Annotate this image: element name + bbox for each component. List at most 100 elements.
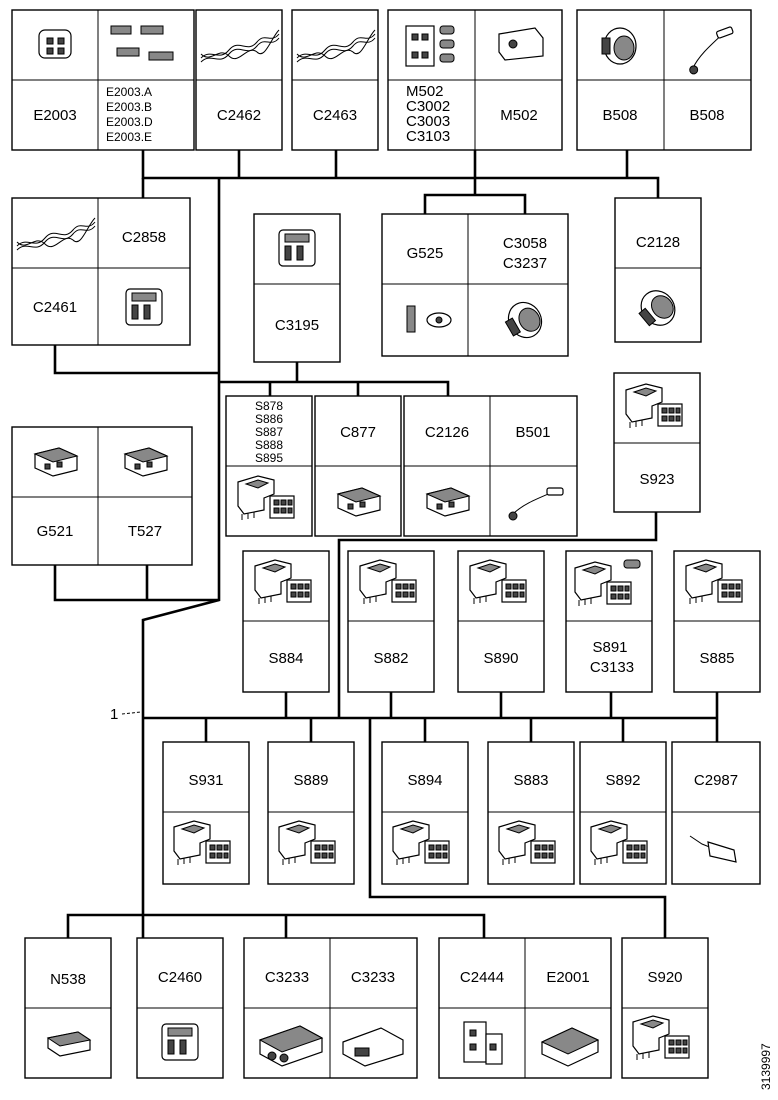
label-e2001: E2001 (546, 969, 589, 986)
label-s889: S889 (293, 772, 328, 789)
label-c2126: C2126 (425, 424, 469, 441)
box-c877: C877 (314, 395, 402, 537)
label-c3003: C3003 (406, 113, 450, 130)
label-e2003: E2003 (33, 107, 76, 124)
harness-wires (53, 150, 719, 938)
label-s885: S885 (699, 650, 734, 667)
box-c3233-pair: C3233 C3233 (243, 937, 418, 1079)
box-c2126-b501: C2126 B501 (403, 395, 578, 537)
box-s885: S885 (673, 550, 761, 693)
label-s891: S891 (592, 639, 627, 656)
connector-icon (258, 1025, 324, 1067)
label-g521: G521 (37, 523, 74, 540)
box-s894: S894 (381, 741, 469, 885)
box-s878-group: S878 S886 S887 S888 S895 (225, 395, 313, 537)
box-c2463: C2463 (291, 9, 379, 151)
connector-icon (125, 288, 163, 326)
label-b508-b: B508 (689, 107, 724, 124)
label-c3237: C3237 (503, 255, 547, 272)
label-m502-b: M502 (500, 107, 538, 124)
box-n538: N538 (24, 937, 112, 1079)
label-s920: S920 (647, 969, 682, 986)
label-s882: S882 (373, 650, 408, 667)
label-c877: C877 (340, 424, 376, 441)
bulb-icon (623, 559, 641, 569)
box-s889: S889 (267, 741, 355, 885)
label-s888: S888 (255, 438, 283, 452)
label-c2444: C2444 (460, 969, 504, 986)
box-s884: S884 (242, 550, 330, 693)
terminal-icon (689, 835, 737, 863)
box-g521-t527: G521 T527 (11, 426, 193, 566)
label-s890: S890 (483, 650, 518, 667)
box-g525-c3058: G525 C3058 C3237 (381, 213, 569, 357)
label-s883: S883 (513, 772, 548, 789)
label-g525: G525 (407, 245, 444, 262)
box-c2128: C2128 (614, 197, 702, 343)
box-s890: S890 (457, 550, 545, 693)
label-c2987: C2987 (694, 772, 738, 789)
box-s923: S923 (613, 372, 701, 513)
label-c3058: C3058 (503, 235, 547, 252)
label-e2003-a: E2003.A (106, 85, 152, 99)
box-c2444-e2001: C2444 E2001 (438, 937, 612, 1079)
connector-icon (161, 1023, 199, 1061)
module-icon (540, 1027, 600, 1067)
module-icon (46, 1031, 92, 1057)
label-m502-a: M502 (406, 83, 444, 100)
label-c2128: C2128 (636, 234, 680, 251)
label-s931: S931 (188, 772, 223, 789)
box-c3195: C3195 (253, 213, 341, 363)
label-c3233-a: C3233 (265, 969, 309, 986)
box-e2003-group: E2003 E2003.A E2003.B E2003.D E2003.E (11, 9, 195, 151)
motor-bracket-icon (498, 27, 544, 61)
label-e2003-b: E2003.B (106, 100, 152, 114)
label-b508-a: B508 (602, 107, 637, 124)
label-c2462: C2462 (217, 107, 261, 124)
label-c2461: C2461 (33, 299, 77, 316)
label-s884: S884 (268, 650, 303, 667)
label-b501: B501 (515, 424, 550, 441)
label-c3133: C3133 (590, 659, 634, 676)
label-c3002: C3002 (406, 98, 450, 115)
relay-icon (405, 25, 455, 67)
label-c2463: C2463 (313, 107, 357, 124)
label-n538: N538 (50, 971, 86, 988)
label-s923: S923 (639, 471, 674, 488)
box-s920: S920 (621, 937, 709, 1079)
connector-icon (38, 29, 72, 59)
connector-icon (278, 229, 316, 267)
box-s891-c3133: S891 C3133 (565, 550, 653, 693)
box-m502-group: M502 C3002 C3003 C3103 M502 (387, 9, 563, 151)
label-s895: S895 (255, 451, 283, 465)
callout-leader (121, 711, 142, 715)
label-c3195: C3195 (275, 317, 319, 334)
box-s931: S931 (162, 741, 250, 885)
box-s883: S883 (487, 741, 575, 885)
box-c2461-c2858: C2858 C2461 (11, 197, 191, 346)
connector-icon (463, 1021, 503, 1065)
label-s894: S894 (407, 772, 442, 789)
box-c2987: C2987 (671, 741, 761, 885)
label-c2858: C2858 (122, 229, 166, 246)
label-t527: T527 (128, 523, 162, 540)
label-s878: S878 (255, 399, 283, 413)
label-s886: S886 (255, 412, 283, 426)
connector-icon (342, 1027, 404, 1067)
label-e2003-d: E2003.D (106, 115, 153, 129)
label-s887: S887 (255, 425, 283, 439)
callout-1: 1 (110, 706, 118, 723)
ground-stud-icon (406, 305, 452, 333)
label-e2003-e: E2003.E (106, 130, 152, 144)
box-s882: S882 (347, 550, 435, 693)
label-s892: S892 (605, 772, 640, 789)
label-c3233-b: C3233 (351, 969, 395, 986)
box-c2460: C2460 (136, 937, 224, 1079)
box-b508-group: B508 B508 (576, 9, 752, 151)
terminal-set-icon (110, 25, 174, 61)
label-c2460: C2460 (158, 969, 202, 986)
figure-id: 3139997 (759, 1043, 773, 1090)
box-c2462: C2462 (195, 9, 283, 151)
box-s892: S892 (579, 741, 667, 885)
